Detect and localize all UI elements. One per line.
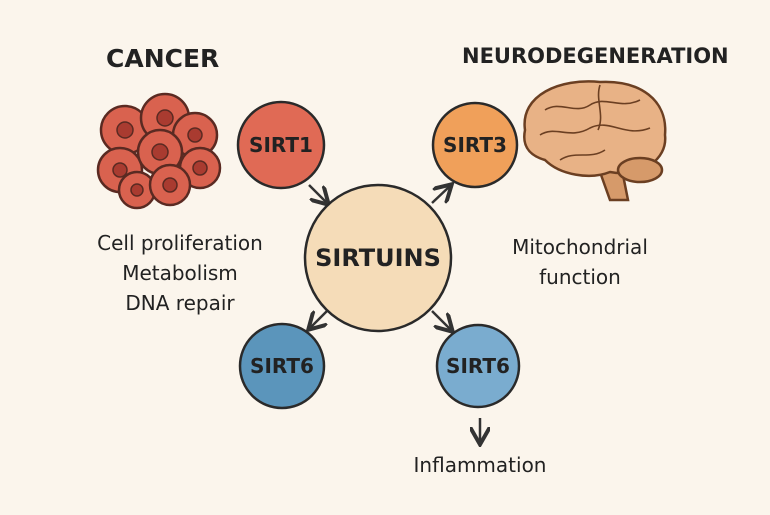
function-item: DNA repair xyxy=(125,291,235,315)
function-item: function xyxy=(539,265,621,289)
sirt6-left-label: SIRT6 xyxy=(250,354,314,378)
sirt6-right-circle xyxy=(435,323,521,409)
sirt6-right-label: SIRT6 xyxy=(446,354,510,378)
sirt6-left-circle xyxy=(238,322,326,410)
sirtuins-label: SIRTUINS xyxy=(315,244,441,272)
arrows xyxy=(309,185,480,442)
cancer-heading: CANCER xyxy=(106,44,220,73)
cancer-cells-icon xyxy=(96,92,222,210)
arrow-sirt1 xyxy=(308,184,327,203)
sirt3-label: SIRT3 xyxy=(443,133,507,157)
neuro-functions: Mitochondrial function xyxy=(480,232,680,292)
neurodegeneration-heading: NEURODEGENERATION xyxy=(462,44,729,68)
sirt3-circle xyxy=(431,101,519,189)
function-item: Mitochondrial xyxy=(512,235,648,259)
sirt1-circle xyxy=(236,100,326,190)
function-item: Cell proliferation xyxy=(97,231,263,255)
brain-icon xyxy=(523,80,667,202)
function-item: Metabolism xyxy=(122,261,238,285)
sirtuins-circle xyxy=(303,183,453,333)
cancer-functions: Cell proliferation Metabolism DNA repair xyxy=(80,228,280,318)
sirt1-label: SIRT1 xyxy=(249,133,313,157)
arrow-sirt6-right xyxy=(431,310,451,330)
arrow-sirt6-left xyxy=(310,310,328,328)
arrow-sirt3 xyxy=(431,186,450,204)
inflammation-label: Inflammation xyxy=(413,453,547,477)
